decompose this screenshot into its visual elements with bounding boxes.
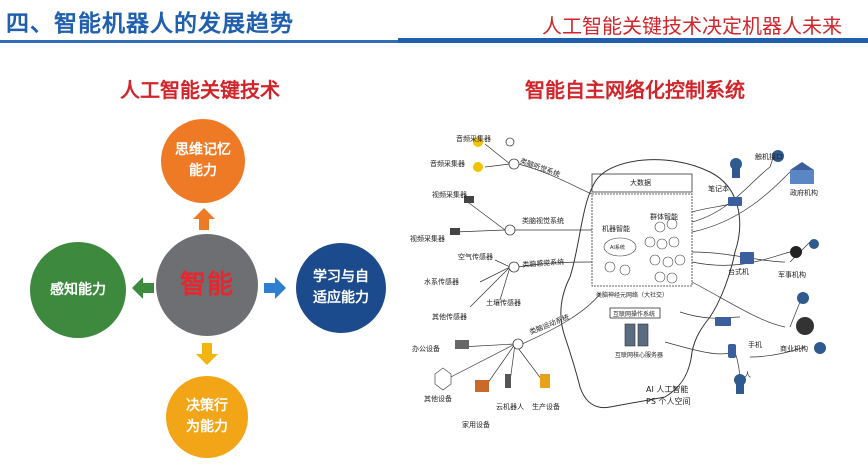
label-soil-sensor: 土壤传感器	[486, 299, 521, 307]
arrow-up-icon	[193, 208, 215, 230]
memory-ability-line2: 能力	[189, 163, 217, 179]
memory-ability-circle: 思维记忆能力	[161, 119, 245, 203]
learning-ability-line1: 学习与自	[313, 269, 369, 285]
arrow-left-icon	[132, 277, 154, 299]
intelligence-center-circle: 智能	[156, 234, 258, 336]
decision-ability-line2: 为能力	[186, 419, 228, 435]
label-office-device: 办公设备	[412, 345, 440, 353]
label-military: 军事机构	[778, 271, 806, 279]
label-desktop: 台式机	[728, 268, 749, 276]
label-laptop: 笔记本	[708, 185, 729, 193]
label-robot-intelligence: 机器智能	[602, 225, 630, 233]
decision-ability-line1: 决策行	[186, 398, 228, 414]
label-other-sensor: 其他传感器	[432, 313, 467, 321]
label-bigdata: 大数据	[630, 179, 651, 187]
label-production-device: 生产设备	[532, 403, 560, 411]
label-audio-collector-2: 音频采集器	[430, 160, 465, 168]
label-neural-network: 类脑神经元网络（大社交）	[596, 292, 669, 299]
label-video-collector-2: 视频采集器	[410, 235, 445, 243]
page-title: 四、智能机器人的发展趋势	[6, 11, 294, 37]
learning-ability-line2: 适应能力	[313, 290, 369, 306]
label-water-sensor: 水系传感器	[424, 278, 459, 286]
ai-key-tech-title: 人工智能关键技术	[120, 78, 280, 102]
page-tagline: 人工智能关键技术决定机器人未来	[542, 14, 842, 38]
label-internet-os: 互联网操作系统	[613, 311, 656, 318]
perception-ability-label: 感知能力	[50, 281, 106, 298]
label-video-collector-1: 视频采集器	[432, 191, 467, 199]
network-control-title: 智能自主网络化控制系统	[525, 78, 745, 102]
label-brain-visual: 类脑视觉系统	[522, 217, 564, 225]
diagram-lines	[434, 137, 826, 409]
network-control-diagram: 音频采集器 音频采集器 视频采集器 视频采集器 空气传感器 水系传感器 土壤传感…	[410, 112, 862, 468]
arrow-right-icon	[264, 277, 286, 299]
label-home-device: 家用设备	[462, 421, 490, 429]
label-business: 商业机构	[780, 345, 808, 353]
intelligence-center-label: 智能	[179, 269, 234, 300]
label-phone: 手机	[748, 341, 762, 349]
label-audio-collector-1: 音频采集器	[456, 135, 491, 143]
header-divider-accent	[398, 38, 868, 43]
label-core-server: 互联网核心服务器	[615, 352, 664, 359]
legend-ps: PS 个人空间	[646, 397, 691, 406]
label-ai-system: AI系统	[610, 245, 625, 251]
memory-ability-line1: 思维记忆	[175, 142, 231, 158]
label-government: 政府机构	[790, 189, 818, 197]
decision-ability-circle: 决策行为能力	[166, 376, 248, 458]
perception-ability-circle: 感知能力	[30, 242, 126, 338]
legend-ai: AI 人工智能	[646, 385, 689, 394]
arrow-down-icon	[196, 343, 218, 365]
label-air-sensor: 空气传感器	[458, 253, 493, 261]
label-cloud-robot: 云机器人	[496, 403, 524, 411]
label-person: 人	[744, 371, 751, 379]
learning-ability-circle: 学习与自适应能力	[296, 243, 386, 333]
label-other-device: 其他设备	[424, 395, 452, 403]
label-touch-interface: 触机接口	[755, 153, 783, 161]
label-group-intelligence: 群体智能	[650, 213, 678, 221]
